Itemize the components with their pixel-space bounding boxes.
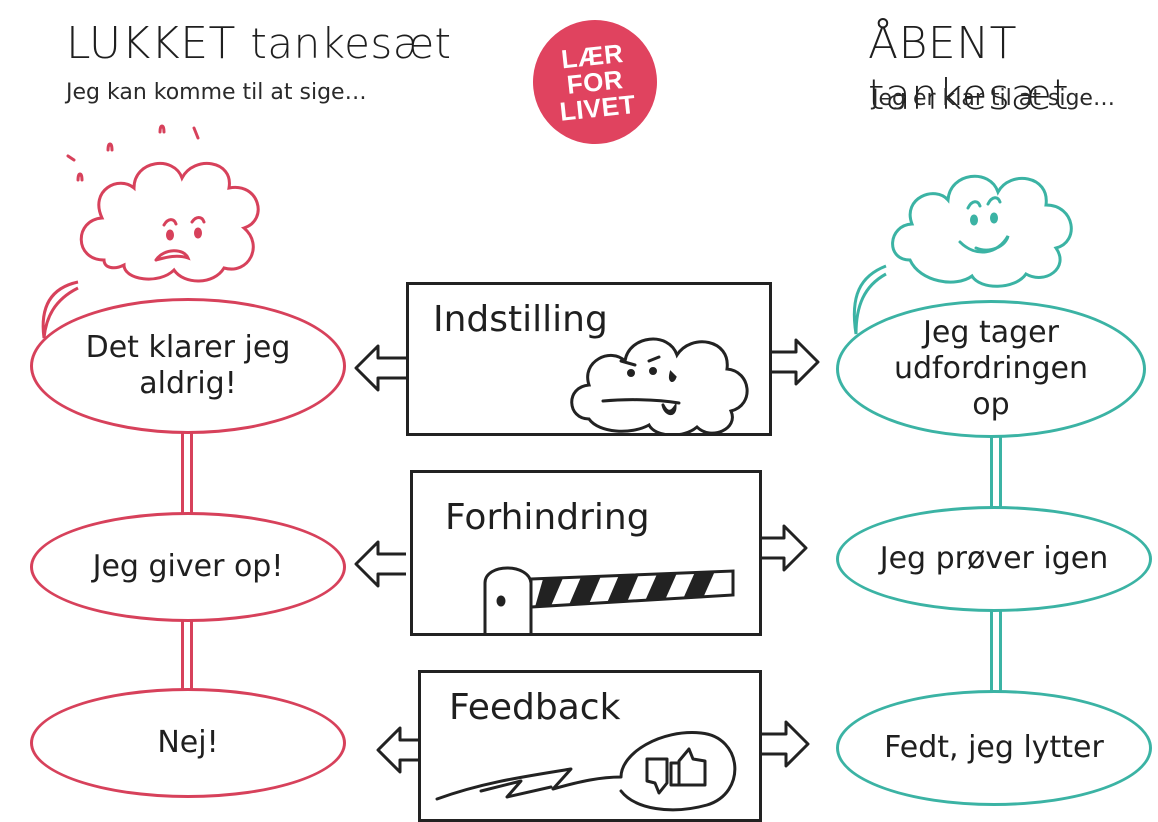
right-arrow-3 — [758, 720, 810, 768]
right-bubble-1: Jeg tager udfordringen op — [836, 300, 1146, 438]
panel-indstilling: Indstilling — [406, 282, 772, 436]
left-title-word: tankesæt — [250, 19, 452, 68]
left-stem-2 — [181, 612, 193, 702]
left-subtitle: Jeg kan komme til at sige… — [66, 80, 367, 105]
left-bubble-2: Jeg giver op! — [30, 512, 346, 622]
panel-label-forhindring: Forhindring — [445, 497, 650, 538]
left-bubble-3: Nej! — [30, 688, 346, 798]
left-stem-1 — [181, 428, 193, 523]
pouting-cloud-icon — [570, 337, 749, 433]
left-arrow-3 — [376, 726, 428, 774]
left-bubble-1: Det klarer jeg aldrig! — [30, 298, 346, 434]
logo-line-3: LIVET — [558, 88, 638, 127]
panel-label-indstilling: Indstilling — [433, 299, 608, 340]
right-bubble-3: Fedt, jeg lytter — [836, 690, 1152, 806]
worried-cloud-icon — [66, 124, 260, 283]
right-arrow-2 — [756, 524, 808, 572]
right-arrow-1 — [768, 338, 820, 386]
panel-label-feedback: Feedback — [449, 687, 621, 728]
right-title-caps: ÅBENT — [868, 18, 1018, 69]
right-stem-2 — [990, 604, 1002, 700]
left-title: LUKKET tankesæt — [66, 18, 452, 69]
laer-for-livet-logo: LÆR FOR LIVET — [526, 13, 664, 151]
thumbs-icon — [435, 731, 737, 812]
panel-feedback: Feedback — [418, 670, 762, 822]
right-subtitle: Jeg er klar til at sige… — [872, 86, 1115, 111]
happy-cloud-icon — [891, 174, 1073, 288]
left-arrows — [354, 344, 406, 588]
panel-forhindring: Forhindring — [410, 470, 762, 636]
boom-barrier-icon — [483, 566, 735, 633]
right-stem-1 — [990, 436, 1002, 516]
left-title-caps: LUKKET — [66, 18, 236, 69]
right-bubble-2: Jeg prøver igen — [836, 506, 1152, 612]
right-title-word: tankesæt — [868, 70, 1070, 119]
right-title: ÅBENT tankesæt — [868, 18, 1158, 120]
